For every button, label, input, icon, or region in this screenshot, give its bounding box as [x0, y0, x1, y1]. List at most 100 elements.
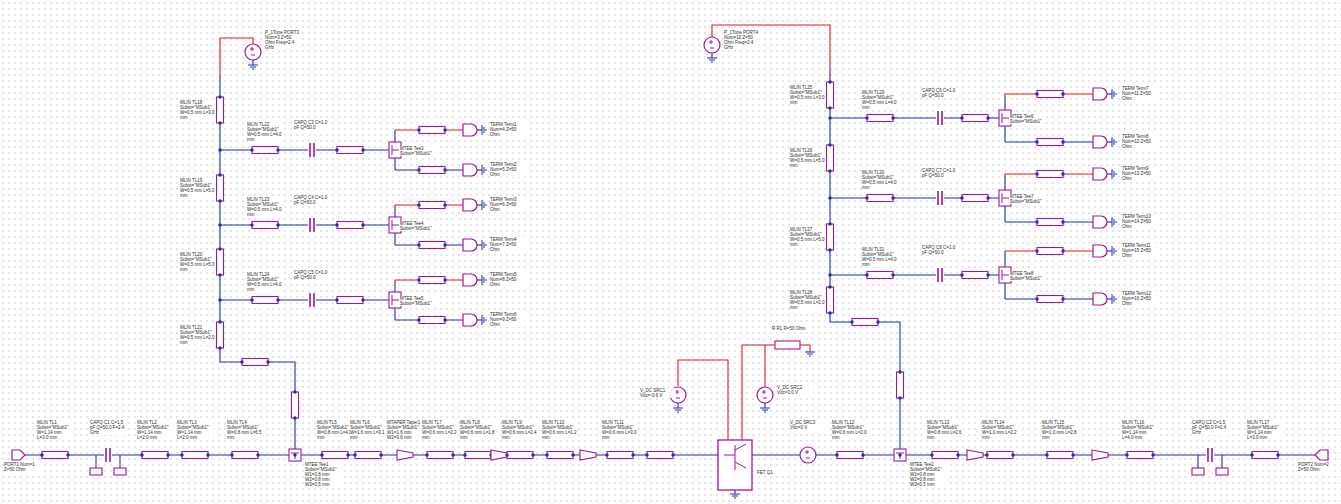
microstrip-line [337, 222, 363, 229]
microstrip-line [419, 277, 445, 284]
junction-dot [250, 223, 253, 226]
junction-dot [218, 173, 221, 176]
component-label: TERM Term4 Num=7 Z=50 Ohm [490, 237, 526, 252]
taper-symbol [967, 450, 983, 460]
component-label: PORT1 Num=1 Z=50 Ohm [4, 462, 40, 472]
microstrip-line [419, 167, 445, 174]
component-label: MLIN TL29 Subst="MSub1" W=0.5 mm L=4.0 m… [862, 90, 898, 110]
junction-dot [335, 298, 338, 301]
junction-dot [180, 453, 183, 456]
junction-dot [960, 273, 963, 276]
ground-symbol [1112, 217, 1116, 227]
wire [830, 70, 900, 455]
microstrip-line [419, 202, 445, 209]
component-label: MLIN TL31 Subst="MSub1" W=0.5 mm L=4.0 m… [862, 247, 898, 267]
capacitor-symbol [310, 143, 314, 157]
ground-symbol [1112, 246, 1116, 256]
junction-dot [276, 148, 279, 151]
pad-symbol [114, 468, 126, 475]
microstrip-line [217, 97, 224, 123]
source-symbol [800, 447, 816, 463]
microstrip-line [987, 452, 1013, 459]
component-label: MLIN TL7 Subst="MSub1" W=0.6 mm L=2.2 mm [422, 420, 458, 440]
junction-dot [835, 453, 838, 456]
junction-dot [1035, 249, 1038, 252]
microstrip-line [1037, 171, 1063, 178]
junction-dot [218, 121, 221, 124]
junction-dot [828, 80, 831, 83]
junction-dot [218, 199, 221, 202]
microstrip-line [337, 147, 363, 154]
termination-symbol [1093, 245, 1107, 257]
junction-dot [218, 320, 221, 323]
source-polarity [805, 450, 810, 458]
junction-dot [361, 148, 364, 151]
termination-symbol [463, 239, 477, 251]
component-label: MLIN TL9 Subst="MSub1" W=0.6 mm L=2.4 mm [502, 420, 538, 440]
junction-dot [417, 203, 420, 206]
tee-mark [392, 295, 399, 305]
resistor-symbol [775, 341, 800, 349]
ground-symbol [482, 275, 486, 285]
junction-dot [443, 278, 446, 281]
ground-symbol [1112, 169, 1116, 179]
junction-dot [218, 298, 221, 301]
transistor-box [718, 440, 752, 490]
wire [711, 53, 712, 58]
wire [1107, 221, 1112, 222]
component-label: MLIN TL10 Subst="MSub1" W=0.6 mm L=1.2 m… [542, 420, 578, 440]
junction-dot [1276, 453, 1279, 456]
wire [677, 403, 678, 408]
component-label: CAPQ C4 C=1.0 pF Q=50.0 [294, 195, 330, 205]
termination-symbol [1093, 293, 1107, 305]
junction-dot [66, 453, 69, 456]
component-label: TERM Term1 Num=4 Z=50 Ohm [490, 122, 526, 137]
pad-symbol [1216, 468, 1228, 475]
microstrip-line [897, 372, 904, 398]
microstrip-line [507, 452, 533, 459]
component-label: CAPQ C1 C=1.5 pF Q=50.0 F=2.4 GHz [90, 420, 126, 435]
junction-dot [1151, 453, 1154, 456]
component-label: V_DC SRC3 Vdc=0 V [790, 420, 826, 430]
junction-dot [443, 318, 446, 321]
junction-dot [828, 143, 831, 146]
microstrip-line [962, 272, 988, 279]
junction-dot [645, 453, 648, 456]
component-label: MLIN TL17 Subst="MSub1" W=1.14 mm L=3.0 … [1247, 420, 1283, 440]
microstrip-line [932, 452, 958, 459]
microstrip-line [867, 272, 893, 279]
microstrip-line [827, 224, 834, 250]
component-label: TERM Term2 Num=5 Z=50 Ohm [490, 162, 526, 177]
junction-dot [1061, 140, 1064, 143]
junction-dot [605, 453, 608, 456]
component-label: CAPQ C5 C=1.0 pF Q=50.0 [294, 270, 330, 280]
tee-mark [392, 220, 399, 230]
junction-dot [463, 453, 466, 456]
junction-dot [266, 360, 269, 363]
capacitor-symbol [938, 191, 942, 205]
capacitor-symbol [310, 218, 314, 232]
junction-dot [1011, 453, 1014, 456]
junction-dot [1045, 453, 1048, 456]
microstrip-line [355, 452, 381, 459]
component-label: MTEE Tee6 Subst="MSub1" [1010, 114, 1046, 124]
pad-symbol [90, 468, 102, 475]
junction-dot [443, 203, 446, 206]
junction-dot [276, 223, 279, 226]
junction-dot [425, 453, 428, 456]
junction-dot [828, 222, 831, 225]
junction-dot [1061, 297, 1064, 300]
ground-symbol [760, 408, 770, 412]
tee-mark [392, 145, 399, 155]
wire [477, 279, 482, 280]
tee-mark [1002, 193, 1009, 203]
port-symbol [1315, 450, 1328, 460]
junction-dot [443, 128, 446, 131]
junction-dot [545, 453, 548, 456]
microstrip-line [217, 322, 224, 348]
component-label: V_DC SRC2 Vdc=3.0 V [777, 385, 813, 395]
junction-dot [218, 148, 221, 151]
tee-mark [1002, 113, 1009, 123]
component-label: MLIN TL21 Subst="MSub1" W=0.5 mm L=2.0 m… [180, 325, 216, 345]
